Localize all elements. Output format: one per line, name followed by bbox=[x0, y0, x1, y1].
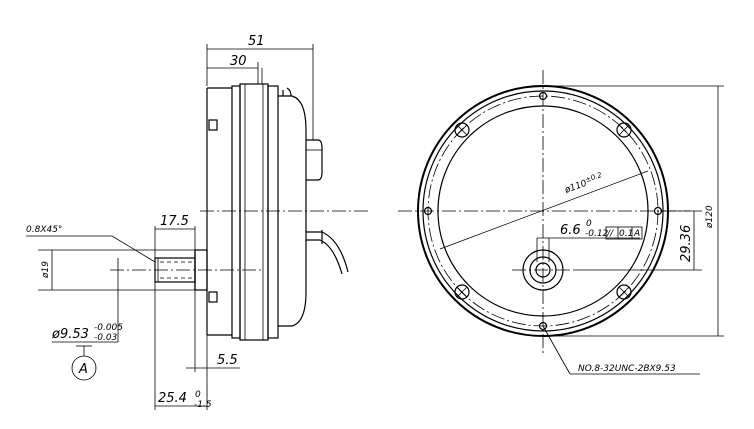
dim-chamfer: 0.8X45° bbox=[26, 225, 156, 263]
dim-pilot-tol-lower: -0.03 bbox=[94, 333, 118, 343]
inner-body-circle bbox=[437, 105, 649, 317]
thread-note-label: NO.8-32UNC-2BX9.53 bbox=[578, 364, 676, 374]
dim-phi-9-53: ø9.53 -0.005 -0.03 bbox=[51, 258, 123, 343]
thread-note: NO.8-32UNC-2BX9.53 bbox=[542, 325, 700, 375]
cable bbox=[306, 230, 349, 275]
dim-51: 51 bbox=[206, 34, 314, 140]
dim-flat-tol-lower: -0.12 bbox=[585, 229, 609, 239]
screws bbox=[454, 122, 632, 300]
front-cover bbox=[278, 87, 323, 327]
dim-5-5: 5.5 bbox=[186, 290, 240, 372]
mounting-holes bbox=[423, 91, 663, 331]
screw-bottom-left bbox=[454, 284, 470, 300]
front-view: ø110±0.2 ø120 29.36 6.6 0 -0.12 bbox=[398, 70, 724, 375]
dim-flat-tol-upper: 0 bbox=[586, 219, 592, 229]
screw-top-right bbox=[616, 122, 632, 138]
dim-17-5: 17.5 bbox=[154, 214, 196, 258]
dim-pilot-diameter-label: ø9.53 bbox=[51, 327, 89, 342]
dim-pilot-tol-upper: -0.005 bbox=[94, 323, 123, 333]
datum-a: A bbox=[71, 345, 97, 381]
dim-phi-110: ø110±0.2 bbox=[439, 170, 649, 250]
dim-vertical-offset-label: 29.36 bbox=[679, 225, 694, 262]
dim-shaft-protrusion-label: 25.4 bbox=[158, 391, 187, 406]
datum-label: A bbox=[78, 362, 88, 377]
shaft bbox=[154, 249, 208, 291]
dim-protrusion-tol-lower: -1.5 bbox=[194, 400, 212, 410]
dim-protrusion-tol-upper: 0 bbox=[195, 390, 201, 400]
dim-shaft-diameter-label: ø19 bbox=[41, 261, 51, 279]
dim-chamfer-label: 0.8X45° bbox=[26, 225, 62, 235]
dim-flat-label: 6.6 bbox=[560, 223, 581, 238]
flange-plates bbox=[231, 83, 279, 341]
dim-29-36: 29.36 bbox=[575, 210, 702, 271]
rear-housing bbox=[206, 87, 232, 336]
dim-flange-thickness-label: 5.5 bbox=[217, 353, 238, 368]
dim-6-6: 6.6 0 -0.12 // 0.1 A bbox=[536, 219, 643, 262]
side-view: 51 30 0.8X45° 17.5 ø19 bbox=[26, 34, 370, 410]
feature-control-frame: // 0.1 A bbox=[605, 226, 643, 240]
dim-body-depth-label: 30 bbox=[230, 54, 247, 69]
dim-bolt-circle-label: ø110±0.2 bbox=[562, 171, 605, 196]
mounting-hole bbox=[423, 206, 433, 216]
fcf-datum: A bbox=[633, 229, 640, 239]
dim-shaft-length-label: 17.5 bbox=[160, 214, 189, 229]
dim-overall-depth-label: 51 bbox=[248, 34, 265, 49]
fcf-symbol: // bbox=[606, 229, 614, 239]
mounting-hole bbox=[538, 91, 548, 101]
dim-30: 30 bbox=[207, 54, 263, 84]
fcf-tolerance: 0.1 bbox=[619, 229, 633, 239]
screw-bottom-right bbox=[616, 284, 632, 300]
dim-phi-120: ø120 bbox=[543, 85, 724, 337]
dim-25-4: 25.4 0 -1.5 bbox=[154, 282, 212, 410]
dim-phi-19: ø19 bbox=[38, 249, 195, 291]
shaft-hub bbox=[512, 249, 575, 291]
dim-outer-diameter-label: ø120 bbox=[705, 205, 715, 229]
mounting-hole bbox=[538, 321, 548, 331]
screw-top-left bbox=[454, 122, 470, 138]
